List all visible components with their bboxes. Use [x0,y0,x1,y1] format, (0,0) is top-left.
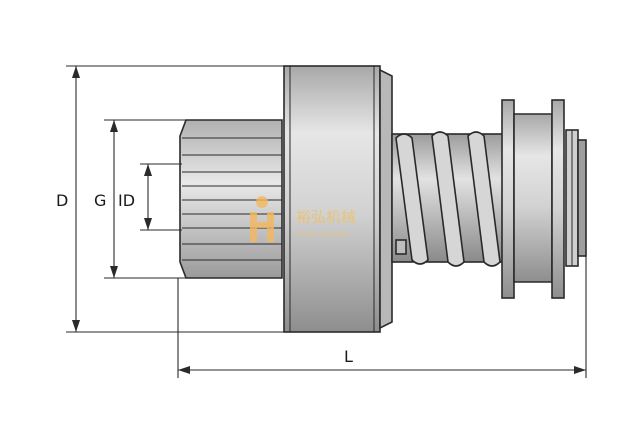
label-id: ID [118,191,135,210]
dimension-d: D [56,65,284,333]
collar [501,99,565,299]
helix-threads [395,131,501,267]
watermark: 裕弘机械 YUHONG MACHINERY [250,196,356,242]
dimension-id: ID [118,163,182,231]
label-d: D [56,191,68,210]
label-l: L [344,347,353,366]
watermark-text: 裕弘机械 [296,208,356,226]
helical-shaft [391,131,505,267]
gear-teeth-lines [182,137,282,261]
end-rings [565,129,587,267]
watermark-logo-icon [250,196,274,242]
dimension-l: L [177,256,587,378]
watermark-subtext: YUHONG MACHINERY [295,232,350,238]
clutch-housing [283,65,393,333]
dimension-g: G [94,119,186,279]
label-g: G [94,191,106,210]
